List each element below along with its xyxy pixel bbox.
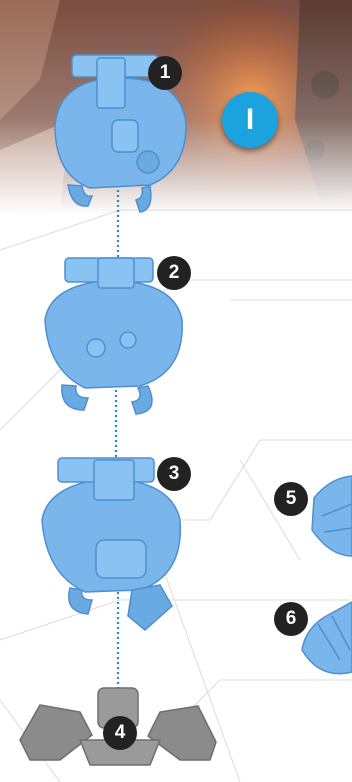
step-1-badge: 1 <box>148 56 182 90</box>
step-5-badge: 5 <box>274 482 308 516</box>
step-4-badge: 4 <box>103 716 137 750</box>
section-roman-numeral-badge: I <box>222 92 278 148</box>
step-3-badge: 3 <box>157 457 191 491</box>
step-2-badge: 2 <box>157 256 191 290</box>
part-5-arm-icon <box>312 476 352 556</box>
part-6-arm-icon <box>302 602 352 674</box>
step-6-badge: 6 <box>274 602 308 636</box>
